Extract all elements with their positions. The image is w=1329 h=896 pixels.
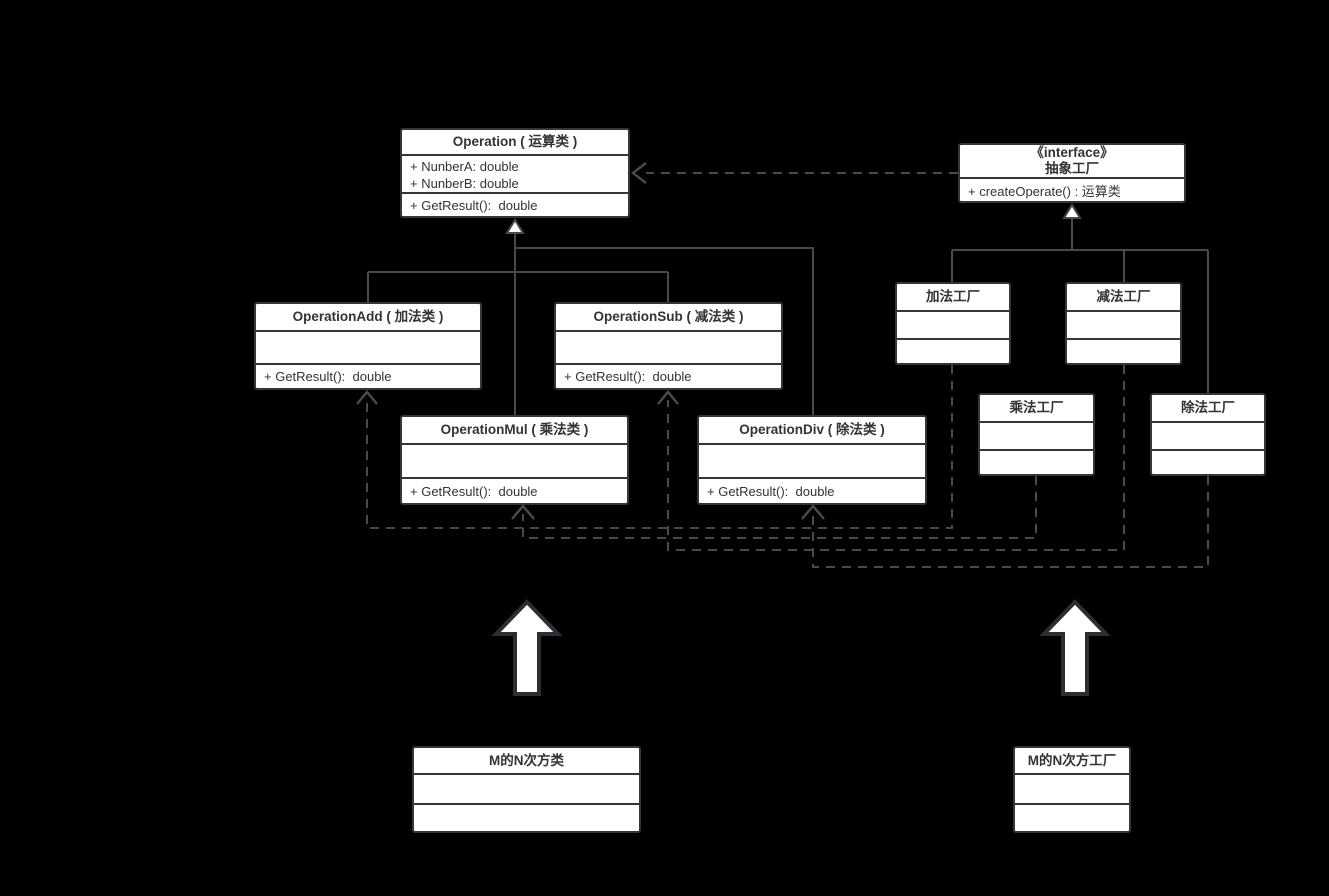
method: + GetResult(): double [556,363,781,388]
class-title: 除法工厂 [1181,400,1235,415]
attributes-compartment [556,330,781,363]
generalization-line [515,247,814,415]
class-power: M的N次方类 [412,746,641,833]
class-title: 乘法工厂 [1009,400,1064,415]
methods-compartment [414,803,639,831]
generalization-lines-operations [367,233,814,415]
class-title: OperationAdd ( 加法类 ) [292,309,444,324]
class-div-factory: 除法工厂 [1150,393,1266,476]
class-operation-sub: OperationSub ( 减法类 ) + GetResult(): doub… [554,302,783,390]
method: + GetResult(): double [699,477,925,503]
generalization-lines-factories [951,218,1209,393]
class-name: 抽象工厂 [1045,161,1099,176]
attribute: + NunberB: double [410,176,519,192]
class-title: OperationDiv ( 除法类 ) [739,422,885,437]
methods-compartment [980,449,1093,474]
big-up-arrow-icon [1039,599,1111,696]
methods-compartment [897,338,1009,363]
big-up-arrow-icon [491,599,563,696]
attributes-compartment: + NunberA: double + NunberB: double [402,154,628,192]
method: + createOperate() : 运算类 [960,177,1184,201]
dependency-lines [366,172,1209,568]
class-operation-mul: OperationMul ( 乘法类 ) + GetResult(): doub… [400,415,629,505]
class-title: M的N次方工厂 [1027,752,1117,768]
class-title: 加法工厂 [926,289,980,304]
attributes-compartment [1152,421,1264,449]
class-title: OperationMul ( 乘法类 ) [440,422,589,437]
open-arrowheads [356,162,825,520]
attributes-compartment [1067,310,1180,338]
method: + GetResult(): double [402,477,627,503]
attributes-compartment [402,443,627,477]
method: + GetResult(): double [402,192,628,216]
class-abstract-factory: 《interface》 抽象工厂 + createOperate() : 运算类 [958,143,1186,203]
attributes-compartment [256,330,480,363]
open-arrowhead-up-icon [511,504,535,520]
class-title: 减法工厂 [1096,289,1151,304]
class-title: M的N次方类 [489,752,564,768]
class-title: OperationSub ( 减法类 ) [593,309,744,324]
class-add-factory: 加法工厂 [895,282,1011,365]
method: + GetResult(): double [256,363,480,388]
hollow-triangle-arrowhead-icon [1062,203,1082,219]
methods-compartment [1067,338,1180,363]
attributes-compartment [897,310,1009,338]
class-operation-add: OperationAdd ( 加法类 ) + GetResult(): doub… [254,302,482,390]
methods-compartment [1015,803,1129,831]
class-title: Operation ( 运算类 ) [452,134,578,150]
class-operation: Operation ( 运算类 ) + NunberA: double + Nu… [400,128,630,218]
attributes-compartment [1015,773,1129,803]
open-arrowhead-up-icon [356,390,378,405]
open-arrowhead-left-icon [630,162,647,184]
class-operation-div: OperationDiv ( 除法类 ) + GetResult(): doub… [697,415,927,505]
class-mul-factory: 乘法工厂 [978,393,1095,476]
dependency-line-addfactory [366,365,953,529]
class-power-factory: M的N次方工厂 [1013,746,1131,833]
attributes-compartment [980,421,1093,449]
open-arrowhead-up-icon [801,504,825,520]
attributes-compartment [414,773,639,803]
class-sub-factory: 减法工厂 [1065,282,1182,365]
dependency-line-divfactory [812,476,1209,568]
hollow-triangle-arrowhead-icon [505,218,525,234]
attribute: + NunberA: double [410,159,519,175]
stereotype: 《interface》 [1030,145,1114,160]
class-title: 《interface》 抽象工厂 [960,145,1184,177]
methods-compartment [1152,449,1264,474]
open-arrowhead-up-icon [657,390,679,405]
attributes-compartment [699,443,925,477]
